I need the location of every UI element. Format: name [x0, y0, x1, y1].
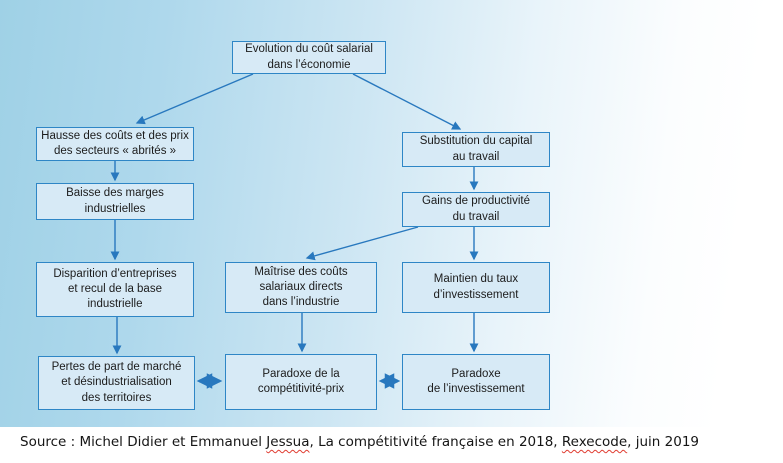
misspelled-word-jessua: Jessua [266, 434, 310, 450]
source-text-suffix: , juin 2019 [627, 434, 700, 450]
node-paradoxe-investissement: Paradoxe de l’investissement [402, 354, 550, 410]
source-text-prefix: Source : Michel Didier et Emmanuel [20, 434, 267, 450]
node-pertes-part-marche: Pertes de part de marché et désindustria… [38, 356, 195, 410]
node-evolution-cout-salarial: Evolution du coût salarial dans l’économ… [232, 41, 386, 74]
node-paradoxe-competitivite-prix: Paradoxe de la compétitivité-prix [225, 354, 377, 410]
node-maintien-taux-investissement: Maintien du taux d’investissement [402, 262, 550, 313]
source-citation: Source : Michel Didier et Emmanuel Jessu… [20, 434, 699, 450]
node-baisse-marges: Baisse des marges industrielles [36, 183, 194, 220]
node-gains-productivite: Gains de productivité du travail [402, 192, 550, 227]
node-disparition-entreprises: Disparition d’entreprises et recul de la… [36, 262, 194, 317]
source-text-middle: , La compétitivité française en 2018, [309, 434, 562, 450]
node-hausse-couts-prix: Hausse des coûts et des prix des secteur… [36, 127, 194, 161]
node-maitrise-couts-salariaux: Maîtrise des coûts salariaux directs dan… [225, 262, 377, 313]
node-substitution-capital: Substitution du capital au travail [402, 132, 550, 167]
misspelled-word-rexecode: Rexecode [561, 434, 628, 450]
